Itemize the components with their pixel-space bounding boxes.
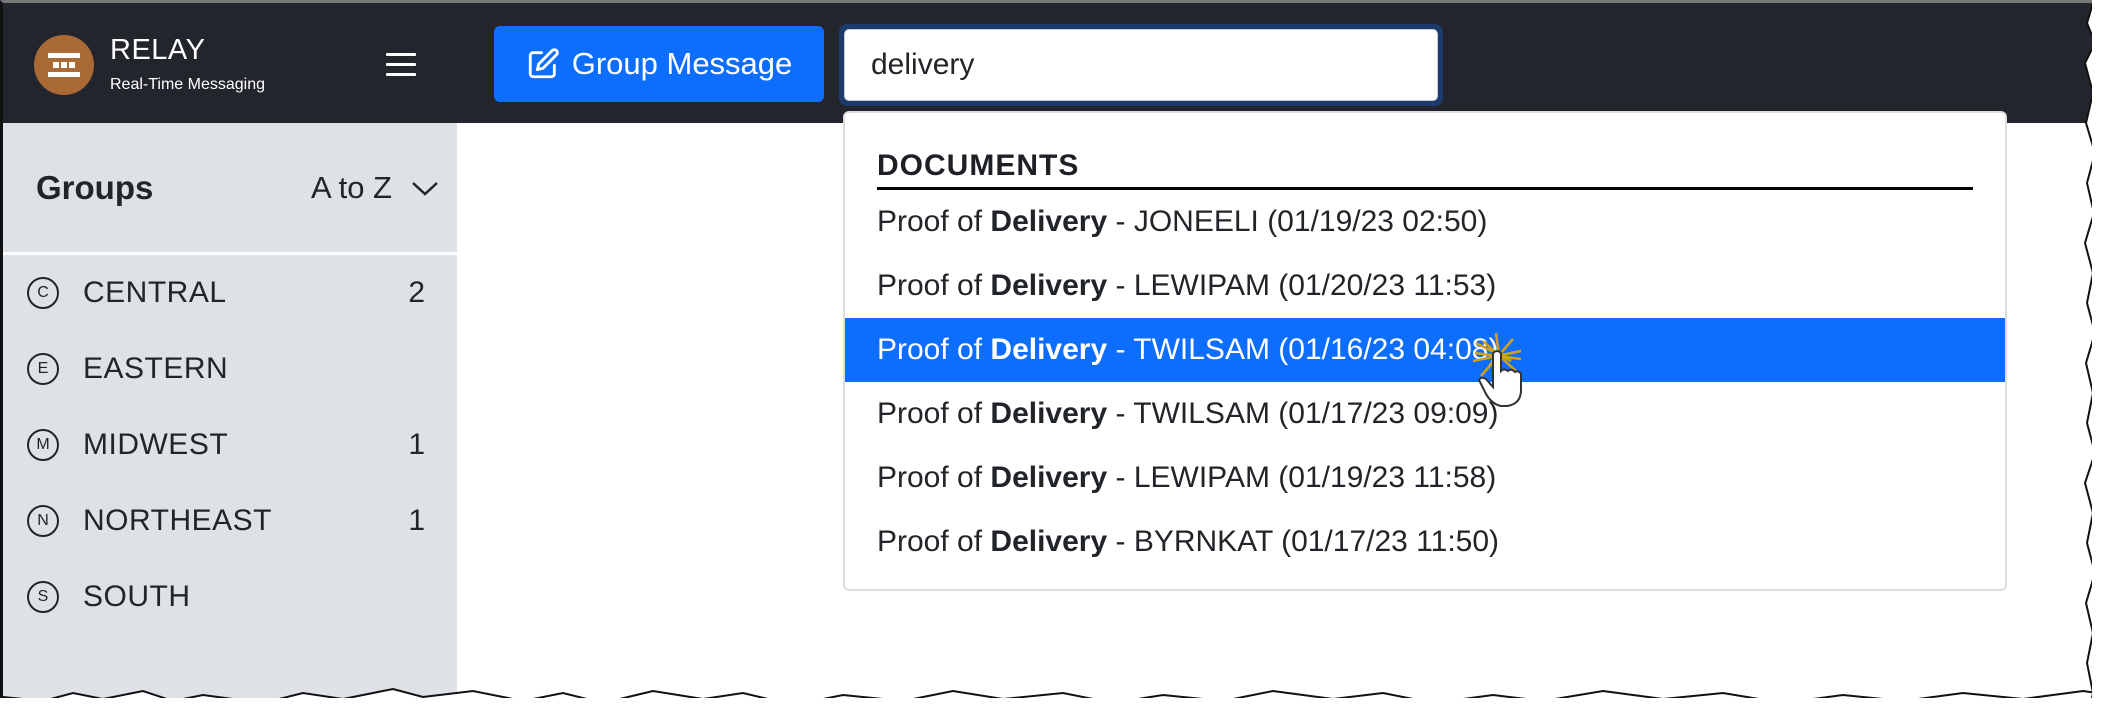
app-tagline: Real-Time Messaging bbox=[110, 76, 266, 93]
search-input[interactable] bbox=[844, 29, 1438, 101]
app-name: RELAY bbox=[110, 34, 206, 66]
groups-title: Groups bbox=[36, 168, 154, 206]
document-result[interactable]: Proof of Delivery - JONEELI (01/19/23 02… bbox=[877, 205, 1488, 238]
group-label: EASTERN bbox=[83, 352, 229, 385]
documents-section-header: DOCUMENTS bbox=[877, 149, 1973, 190]
hamburger-icon[interactable] bbox=[386, 53, 416, 77]
circle-letter-c-icon: C bbox=[27, 277, 59, 309]
group-item-midwest[interactable]: M MIDWEST 1 bbox=[3, 407, 457, 483]
chevron-down-icon bbox=[412, 181, 438, 196]
document-result[interactable]: Proof of Delivery - TWILSAM (01/17/23 09… bbox=[877, 397, 1499, 430]
top-navbar: RELAY Real-Time Messaging Group Message bbox=[3, 3, 2092, 123]
torn-edge-bottom bbox=[3, 687, 2092, 698]
search-focus-ring bbox=[839, 24, 1443, 106]
circle-letter-e-icon: E bbox=[27, 353, 59, 385]
app-window: RELAY Real-Time Messaging Group Message … bbox=[0, 0, 2092, 698]
groups-sidebar: Groups A to Z C CENTRAL 2 E EASTERN M MI… bbox=[3, 123, 457, 698]
pencil-square-icon bbox=[528, 48, 559, 79]
brand[interactable]: RELAY Real-Time Messaging bbox=[34, 34, 265, 96]
group-item-eastern[interactable]: E EASTERN bbox=[3, 331, 457, 407]
group-item-central[interactable]: C CENTRAL 2 bbox=[3, 255, 457, 331]
group-count: 1 bbox=[408, 504, 425, 537]
group-label: NORTHEAST bbox=[83, 504, 272, 537]
document-result[interactable]: Proof of Delivery - LEWIPAM (01/20/23 11… bbox=[877, 269, 1497, 302]
circle-letter-m-icon: M bbox=[27, 429, 59, 461]
group-label: SOUTH bbox=[83, 580, 191, 613]
group-item-northeast[interactable]: N NORTHEAST 1 bbox=[3, 483, 457, 559]
torn-edge-right bbox=[2083, 3, 2092, 698]
group-count: 2 bbox=[408, 276, 425, 309]
groups-header: Groups A to Z bbox=[3, 123, 457, 255]
group-label: CENTRAL bbox=[83, 276, 227, 309]
sort-dropdown[interactable]: A to Z bbox=[311, 170, 440, 206]
document-results-list: Proof of Delivery - JONEELI (01/19/23 02… bbox=[845, 190, 2005, 574]
relay-logo-icon bbox=[34, 35, 94, 95]
groups-list: C CENTRAL 2 E EASTERN M MIDWEST 1 N NORT… bbox=[3, 255, 457, 635]
document-result[interactable]: Proof of Delivery - BYRNKAT (01/17/23 11… bbox=[877, 525, 1500, 558]
group-item-south[interactable]: S SOUTH bbox=[3, 559, 457, 635]
sort-label: A to Z bbox=[311, 169, 392, 205]
group-message-button[interactable]: Group Message bbox=[494, 26, 824, 102]
search-results-dropdown: DOCUMENTS Proof of Delivery - JONEELI (0… bbox=[843, 111, 2007, 591]
document-result-active[interactable]: Proof of Delivery - TWILSAM (01/16/23 04… bbox=[845, 318, 2005, 382]
group-count: 1 bbox=[408, 428, 425, 461]
circle-letter-n-icon: N bbox=[27, 505, 59, 537]
group-message-label: Group Message bbox=[571, 46, 793, 81]
document-result[interactable]: Proof of Delivery - LEWIPAM (01/19/23 11… bbox=[877, 461, 1497, 494]
group-label: MIDWEST bbox=[83, 428, 229, 461]
circle-letter-s-icon: S bbox=[27, 581, 59, 613]
